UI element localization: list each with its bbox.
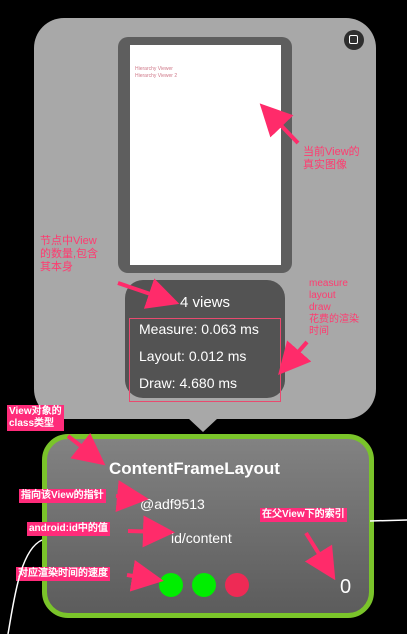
label-line: class类型 [9, 418, 55, 429]
arrow-parent-index [304, 531, 336, 581]
node-hash: @adf9513 [140, 496, 205, 512]
label-line: View对象的 [9, 406, 62, 417]
layout-time: Layout: 0.012 ms [139, 348, 247, 364]
preview-text-line: Hierarchy Viewer [135, 66, 173, 72]
annotation-line: 其本身 [40, 261, 73, 273]
tooltip-pointer [188, 418, 218, 432]
preview-text-line: Hierarchy Viewer 2 [135, 73, 178, 79]
view-preview-frame[interactable]: Hierarchy Viewer Hierarchy Viewer 2 [118, 37, 292, 273]
node-index: 0 [340, 576, 352, 598]
annotation-line: 时间 [309, 326, 329, 337]
connector-line-right [369, 519, 407, 522]
measure-time: Measure: 0.063 ms [139, 321, 259, 337]
annotation-time-cost: measure layout draw 花费的渲染 时间 [309, 278, 359, 338]
restore-window-button[interactable] [344, 30, 364, 50]
view-preview-image: Hierarchy Viewer Hierarchy Viewer 2 [130, 45, 281, 265]
annotation-line: 花费的渲染 [309, 314, 359, 325]
node-id: id/content [171, 530, 232, 546]
annotation-line: draw [309, 302, 331, 313]
label-render-speed: 对应渲染时间的速度 [16, 567, 110, 581]
connector-line-left [7, 539, 43, 634]
window-restore-icon [349, 35, 358, 44]
arrow-android-id [127, 515, 175, 548]
arrow-class-type [66, 433, 106, 466]
label-parent-index: 在父View下的索引 [260, 508, 347, 522]
label-pointer: 指向该View的指针 [19, 489, 106, 503]
arrow-node-count [117, 278, 180, 309]
arrow-time-cost [278, 340, 312, 376]
annotation-line: measure [309, 278, 348, 289]
annotation-line: 节点中View [40, 235, 97, 247]
label-class-type: View对象的 class类型 [7, 405, 64, 431]
label-android-id: android:id中的值 [27, 522, 110, 536]
view-count: 4 views [180, 294, 231, 311]
annotation-line: 的数量,包含 [40, 248, 99, 260]
annotation-real-image: 当前View的 真实图像 [303, 146, 360, 172]
annotation-line: 真实图像 [303, 159, 347, 171]
annotation-node-count: 节点中View 的数量,包含 其本身 [40, 235, 98, 274]
render-speed-indicator-draw [225, 573, 249, 597]
arrow-real-image [259, 103, 300, 145]
render-speed-indicator-layout [192, 573, 216, 597]
arrow-render-speed [126, 560, 164, 592]
arrow-pointer [115, 480, 149, 513]
annotation-line: layout [309, 290, 336, 301]
draw-time: Draw: 4.680 ms [139, 375, 238, 391]
node-class-name: ContentFrameLayout [109, 459, 280, 478]
annotation-line: 当前View的 [303, 146, 360, 158]
